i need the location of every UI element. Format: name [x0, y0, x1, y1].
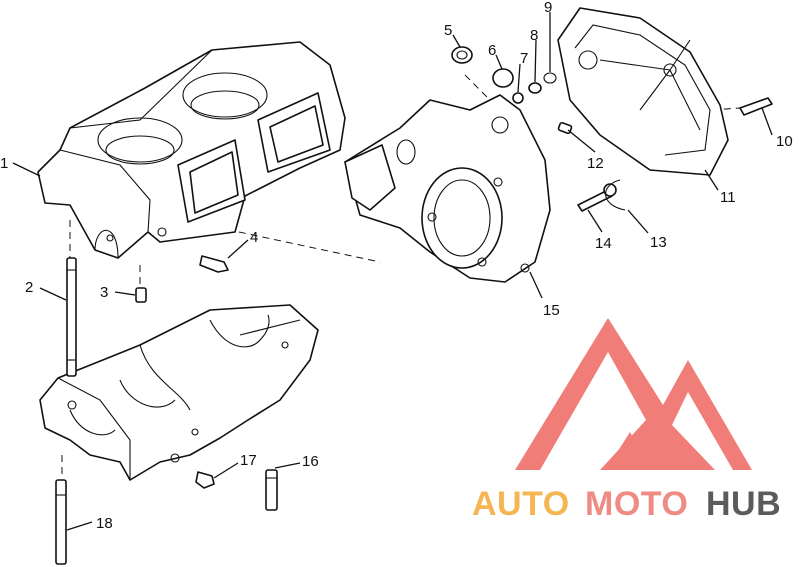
part-4-plug	[199, 255, 229, 273]
upper-crankcase	[37, 41, 346, 259]
callout-6: 6	[488, 42, 496, 59]
part-8-washer	[528, 82, 542, 94]
part-14-bolt	[577, 183, 617, 212]
part-15-housing	[344, 94, 551, 283]
callout-1: 1	[0, 155, 8, 172]
callout-5: 5	[444, 22, 452, 39]
callout-16: 16	[302, 453, 319, 470]
part-3-dowel	[135, 287, 147, 303]
part-17-screw	[195, 471, 215, 489]
part-16-bolt	[265, 469, 278, 511]
part-18-stud	[55, 479, 67, 565]
callout-15: 15	[543, 302, 560, 319]
callout-11: 11	[720, 189, 736, 206]
watermark-text: AUTO MOTO HUB	[472, 485, 781, 523]
callout-8: 8	[530, 27, 538, 44]
part-7-nut	[512, 92, 524, 104]
part-13-clip	[605, 179, 626, 211]
watermark-word-hub: HUB	[706, 485, 781, 523]
lower-crankcase	[39, 304, 319, 481]
leader-lines	[12, 12, 773, 531]
callout-10: 10	[776, 133, 793, 150]
watermark-word-auto: AUTO	[472, 485, 570, 523]
callout-2: 2	[25, 279, 33, 296]
watermark-logo	[515, 318, 752, 470]
callout-17: 17	[240, 452, 257, 469]
part-11-cover	[557, 7, 729, 176]
callout-9: 9	[544, 0, 552, 16]
callout-14: 14	[595, 235, 612, 252]
part-6-cap	[492, 68, 514, 88]
part-9-o-ring	[543, 72, 557, 84]
watermark-word-moto: MOTO	[585, 485, 688, 523]
part-5-seal	[451, 46, 473, 64]
part-10-bolt	[739, 97, 773, 116]
part-2-stud	[66, 257, 77, 377]
callout-4: 4	[250, 229, 258, 246]
callout-3: 3	[100, 284, 108, 301]
callout-labels: 1 2 3 4 5 6 7 8 9 10 11 12 13 14 15 16 1…	[0, 0, 793, 532]
callout-18: 18	[96, 515, 113, 532]
callout-13: 13	[650, 234, 667, 251]
callout-12: 12	[587, 155, 604, 172]
callout-7: 7	[520, 50, 528, 67]
